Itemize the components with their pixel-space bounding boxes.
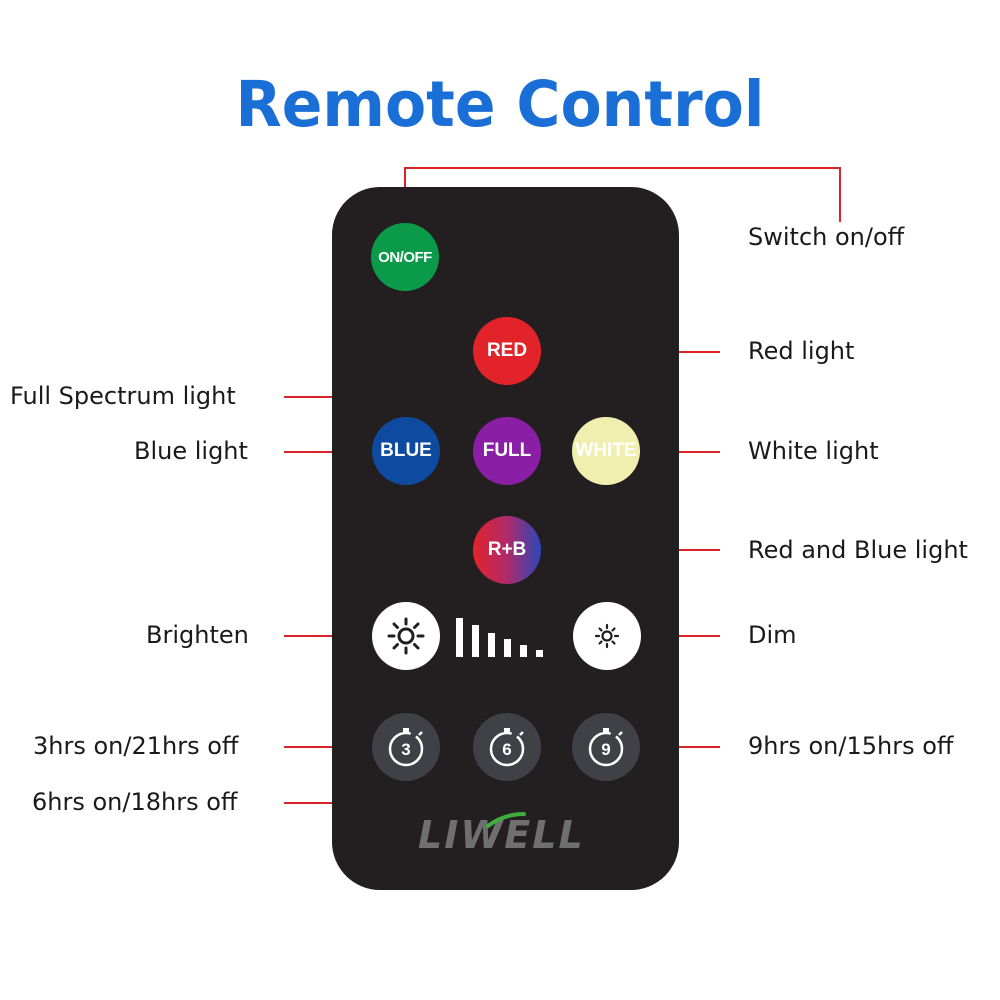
label-blue: Blue light — [134, 437, 248, 465]
label-white: White light — [748, 437, 879, 465]
label-switch: Switch on/off — [748, 223, 905, 251]
label-t3: 3hrs on/21hrs off — [33, 732, 239, 760]
red-button[interactable]: RED — [473, 317, 541, 385]
brightness-level-bars — [456, 618, 543, 657]
label-t9: 9hrs on/15hrs off — [748, 732, 954, 760]
sun-large-icon — [387, 617, 425, 655]
timer-3-button[interactable]: 3 — [372, 713, 440, 781]
brighten-button[interactable] — [372, 602, 440, 670]
page-title: Remote Control — [235, 68, 765, 142]
label-full: Full Spectrum light — [10, 382, 236, 410]
timer-9-label: 9 — [601, 740, 611, 759]
label-dim: Dim — [748, 621, 797, 649]
timer-6-label: 6 — [502, 740, 512, 759]
stopwatch-icon — [489, 728, 525, 767]
timer-9-button[interactable]: 9 — [572, 713, 640, 781]
blue-button[interactable]: BLUE — [372, 417, 440, 485]
sun-small-icon — [594, 623, 620, 649]
label-brighten: Brighten — [146, 621, 249, 649]
timer-3-label: 3 — [401, 740, 411, 759]
label-red: Red light — [748, 337, 855, 365]
timer-6-button[interactable]: 6 — [473, 713, 541, 781]
red-blue-button[interactable]: R+B — [473, 516, 541, 584]
stopwatch-icon — [388, 728, 424, 767]
onoff-button[interactable]: ON/OFF — [371, 223, 439, 291]
stopwatch-icon — [588, 728, 624, 767]
logo-swoosh-icon — [486, 812, 526, 828]
label-rb: Red and Blue light — [748, 536, 968, 564]
full-button[interactable]: FULL — [473, 417, 541, 485]
white-button[interactable]: WHITE — [572, 417, 640, 485]
label-t6: 6hrs on/18hrs off — [32, 788, 238, 816]
dim-button[interactable] — [573, 602, 641, 670]
